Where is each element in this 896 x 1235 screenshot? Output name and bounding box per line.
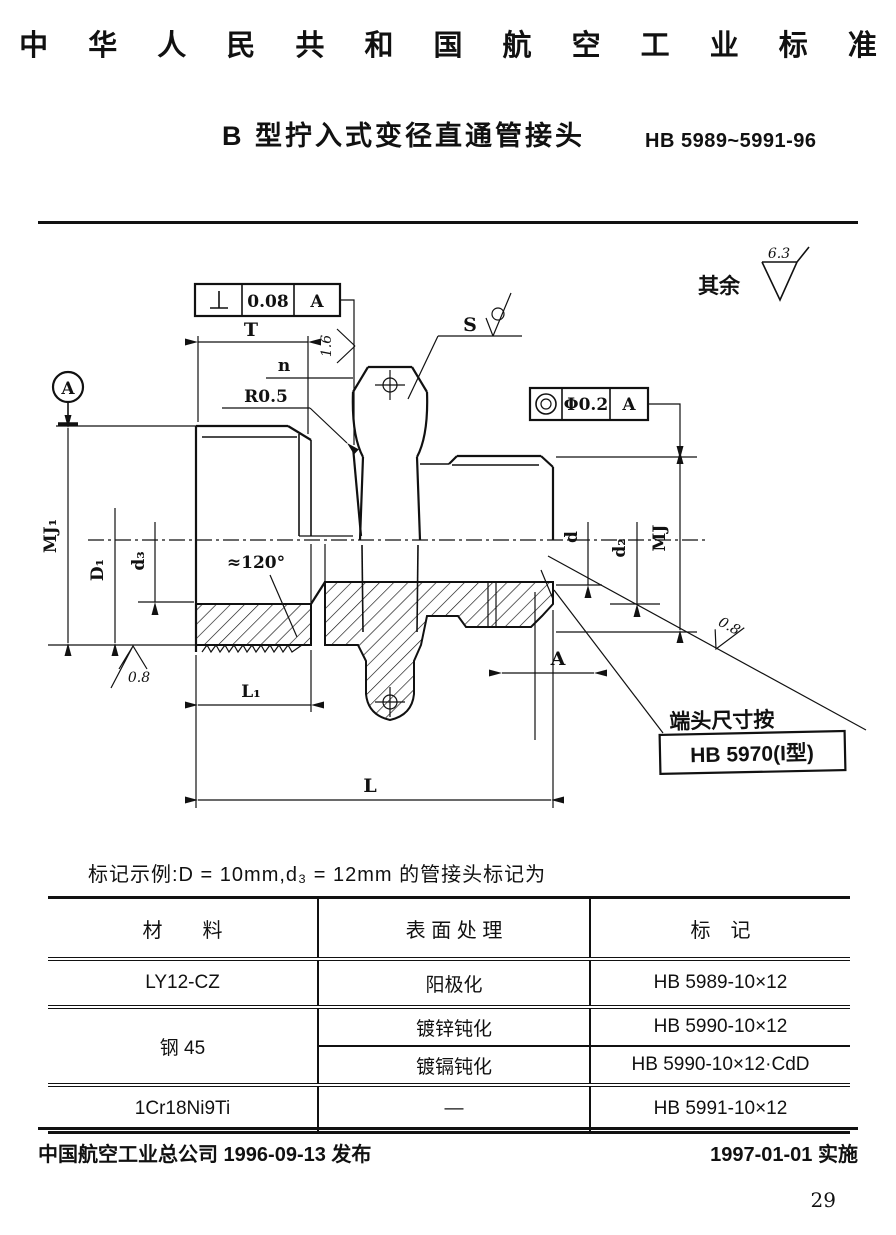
end-dimension-note: 端头尺寸按 HB 5970(I型) xyxy=(658,708,847,776)
hex-size-annotation: S xyxy=(407,292,522,400)
cell-treatment: 镀镉钝化 xyxy=(318,1046,591,1087)
roughness-0-8-right: 0.8 xyxy=(714,614,745,651)
leader-to-note xyxy=(553,589,664,734)
dim-MJ: MJ xyxy=(650,525,670,552)
roughness-1-6: 1.6 xyxy=(319,328,356,364)
dim-L1: L₁ xyxy=(241,682,260,702)
dimensions: T n R0.5 MJ₁ D₁ d₃ d d₂ MJ L₁ xyxy=(41,319,697,808)
dim-R: R0.5 xyxy=(244,387,288,407)
dim-n: n xyxy=(278,356,290,376)
others-label: 其余 xyxy=(698,274,741,298)
perp-tolerance-value: 0.08 xyxy=(247,292,288,312)
section-label: A xyxy=(550,648,566,670)
datum-a-label: A xyxy=(60,379,75,399)
roughness-0-8-left: 0.8 xyxy=(110,644,150,689)
table-row: 镀镉钝化 HB 5990-10×12·CdD xyxy=(48,1046,850,1087)
dim-d: d xyxy=(562,531,582,543)
roughness-0-8-right-value: 0.8 xyxy=(716,614,743,639)
machined-surface-icon xyxy=(485,292,512,337)
cell-material: 钢 45 xyxy=(48,1007,319,1087)
cell-treatment: 阳极化 xyxy=(318,959,591,1009)
dim-L: L xyxy=(363,775,376,797)
effective-date: 1997-01-01 实施 xyxy=(710,1144,858,1166)
cell-material: LY12-CZ xyxy=(48,959,319,1009)
datum-a-balloon: A xyxy=(51,370,85,426)
dim-d3: d₃ xyxy=(129,551,149,570)
table-row: 1Cr18Ni9Ti — HB 5991-10×12 xyxy=(48,1085,850,1134)
dim-d2: d₂ xyxy=(610,538,630,557)
note-line2: HB 5970(I型) xyxy=(690,742,814,768)
s-dimension-label: S xyxy=(463,314,477,336)
col-header-material: 材 料 xyxy=(48,896,319,961)
concentricity-tolerance-frame: Φ0.2 A xyxy=(528,386,684,464)
perp-tolerance-datum: A xyxy=(309,292,324,312)
issuing-authority: 中国航空工业总公司 1996-09-13 发布 xyxy=(38,1144,372,1166)
note-line1: 端头尺寸按 xyxy=(669,708,774,734)
cell-treatment: — xyxy=(318,1085,591,1134)
marking-example: 标记示例:D = 10mm,d₃ = 12mm 的管接头标记为 xyxy=(88,864,547,886)
perpendicularity-tolerance-frame: 0.08 A xyxy=(193,282,355,445)
table-row: 钢 45 镀锌钝化 HB 5990-10×12 xyxy=(48,1007,850,1087)
cell-marking: HB 5989-10×12 xyxy=(590,959,850,1009)
cell-marking: HB 5990-10×12 xyxy=(590,1007,850,1047)
concentricity-icon xyxy=(535,393,557,415)
dim-D1: D₁ xyxy=(88,559,108,581)
standard-name: 中 华 人 民 共 和 国 航 空 工 业 标 准 xyxy=(19,30,893,62)
technical-drawing: 0.08 A Φ0.2 A A 其余 6.3 S xyxy=(41,246,867,808)
conc-tolerance-datum: A xyxy=(621,395,636,415)
col-header-marking: 标 记 xyxy=(590,896,850,961)
conc-tolerance-value: Φ0.2 xyxy=(564,395,608,415)
leader-to-roughness xyxy=(547,555,867,731)
top-divider xyxy=(38,221,858,224)
default-roughness: 其余 6.3 xyxy=(698,246,810,302)
cell-marking: HB 5991-10×12 xyxy=(590,1085,850,1134)
cell-material: 1Cr18Ni9Ti xyxy=(48,1085,319,1134)
dim-T: T xyxy=(244,319,258,341)
part-outline xyxy=(194,365,555,654)
others-roughness-value: 6.3 xyxy=(768,246,790,262)
roughness-icon xyxy=(761,246,810,302)
bottom-divider xyxy=(38,1127,858,1130)
roughness-1-6-value: 1.6 xyxy=(319,335,335,357)
dim-MJ1: MJ₁ xyxy=(41,519,61,553)
perpendicularity-icon xyxy=(210,291,228,309)
cell-marking: HB 5990-10×12·CdD xyxy=(590,1046,850,1087)
table-row: LY12-CZ 阳极化 HB 5989-10×12 xyxy=(48,959,850,1009)
roughness-0-8-left-value: 0.8 xyxy=(128,670,150,686)
col-header-treatment: 表 面 处 理 xyxy=(318,896,591,961)
dim-angle: ≈120° xyxy=(227,553,285,573)
page-title: B 型拧入式变径直通管接头 xyxy=(222,121,585,151)
spec-table: 材 料 表 面 处 理 标 记 LY12-CZ 阳极化 HB 5989-10×1… xyxy=(48,896,850,1134)
page-number: 29 xyxy=(810,1188,836,1212)
standard-number: HB 5989~5991-96 xyxy=(645,130,817,152)
hex-center-marks xyxy=(375,370,405,717)
cell-treatment: 镀锌钝化 xyxy=(318,1007,591,1047)
